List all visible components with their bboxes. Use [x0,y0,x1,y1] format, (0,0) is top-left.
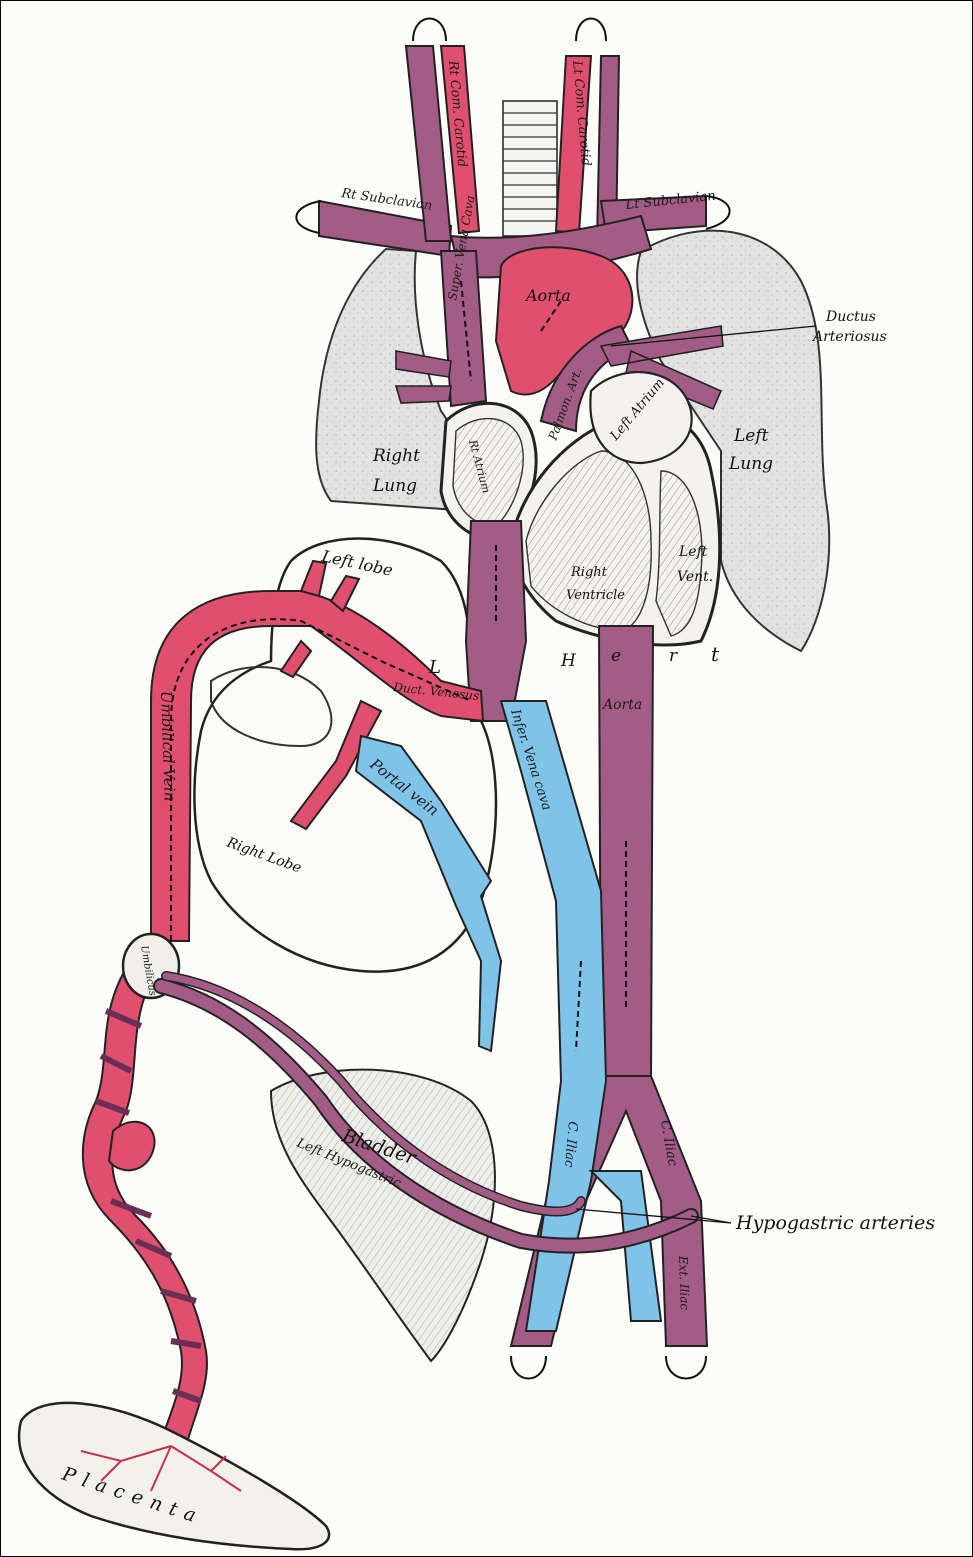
label-ext-iliac: Ext. Iliac [676,1255,692,1311]
label-heart-t: t [711,642,720,666]
label-ductus-2: Arteriosus [811,329,887,345]
umbilical-cord [83,961,207,1446]
label-aorta-upper: Aorta [524,286,571,305]
label-right-ventricle-2: Ventricle [566,588,625,603]
label-aorta-lower: Aorta [601,697,642,713]
label-left-ventricle-1: Left [678,544,708,560]
label-right-lung-1: Right [372,446,420,466]
label-hypogastric-arteries: Hypogastric arteries [735,1212,935,1234]
label-left-lung-1: Left [733,426,769,446]
trachea [503,101,557,236]
label-umbilical-vein: Umbilical Vein [157,691,179,802]
label-heart-h: H [560,651,577,671]
label-liver-letter: L [428,657,441,678]
label-heart-r: r [669,646,678,666]
label-left-ventricle-2: Vent. [677,569,713,585]
label-right-lung-2: Lung [372,476,417,496]
label-right-ventricle-1: Right [570,565,608,580]
label-left-lung-2: Lung [728,454,773,474]
label-heart-e: e [611,646,621,666]
label-ductus-1: Ductus [825,309,876,325]
